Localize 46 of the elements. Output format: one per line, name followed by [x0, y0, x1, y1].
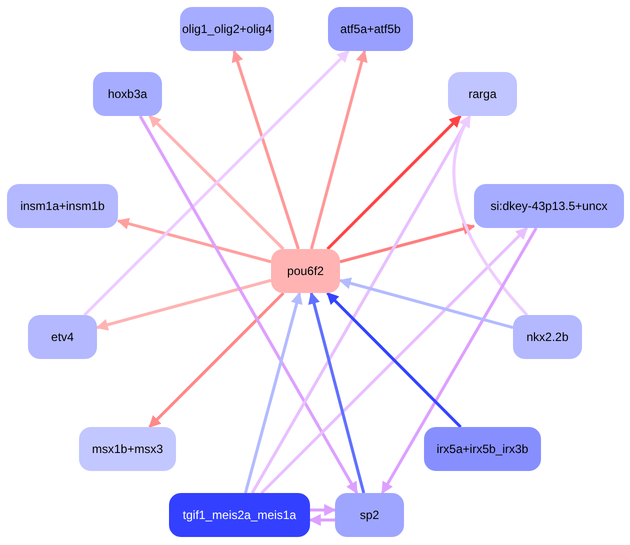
arrow: [310, 50, 368, 250]
arrow: [452, 114, 528, 316]
node-label: rarga: [468, 87, 496, 101]
gene-node: [271, 249, 340, 293]
arrow: [83, 50, 350, 316]
arrow: [308, 292, 366, 494]
arrow: [338, 277, 514, 330]
arrow: [250, 114, 472, 494]
arrow: [116, 218, 272, 264]
node-label: tgif1_meis2a_meis1a: [182, 508, 296, 522]
gene-node: [169, 493, 310, 537]
node-label: insm1a+insm1b: [20, 199, 105, 213]
arrow: [326, 292, 462, 428]
arrow: [148, 114, 284, 250]
node-label: nkx2.2b: [526, 330, 569, 344]
gene-node: [28, 315, 97, 359]
gene-node: [335, 493, 404, 537]
arrow: [96, 278, 272, 331]
node-label: etv4: [51, 330, 74, 344]
gene-node: [328, 7, 413, 51]
gene-node: [424, 427, 541, 471]
arrow: [340, 223, 476, 264]
node-label: atf5a+atf5b: [340, 22, 401, 36]
arrow: [326, 114, 462, 250]
node-label: si:dkey-43p13.5+uncx: [490, 199, 608, 213]
arrow: [232, 50, 300, 250]
node-label: msx1b+msx3: [92, 442, 164, 456]
arrow: [380, 227, 538, 494]
gene-node: [448, 72, 517, 116]
node-label: hoxb3a: [108, 87, 148, 101]
node-label: pou6f2: [287, 264, 324, 278]
gene-node: [93, 72, 162, 116]
arrow: [308, 514, 335, 526]
arrow: [138, 115, 358, 494]
arrow: [244, 292, 303, 494]
arrow: [310, 504, 336, 516]
node-label: irx5a+irx5b_irx3b: [436, 442, 528, 456]
arrow: [148, 292, 285, 428]
gene-node: [7, 184, 118, 228]
gene-node: [513, 315, 582, 359]
gene-node: [79, 427, 176, 471]
node-label: sp2: [360, 508, 380, 522]
node-label: olig1_olig2+olig4: [182, 22, 272, 36]
arrow: [260, 226, 528, 494]
gene-node: [180, 7, 274, 51]
gene-node: [474, 184, 624, 228]
